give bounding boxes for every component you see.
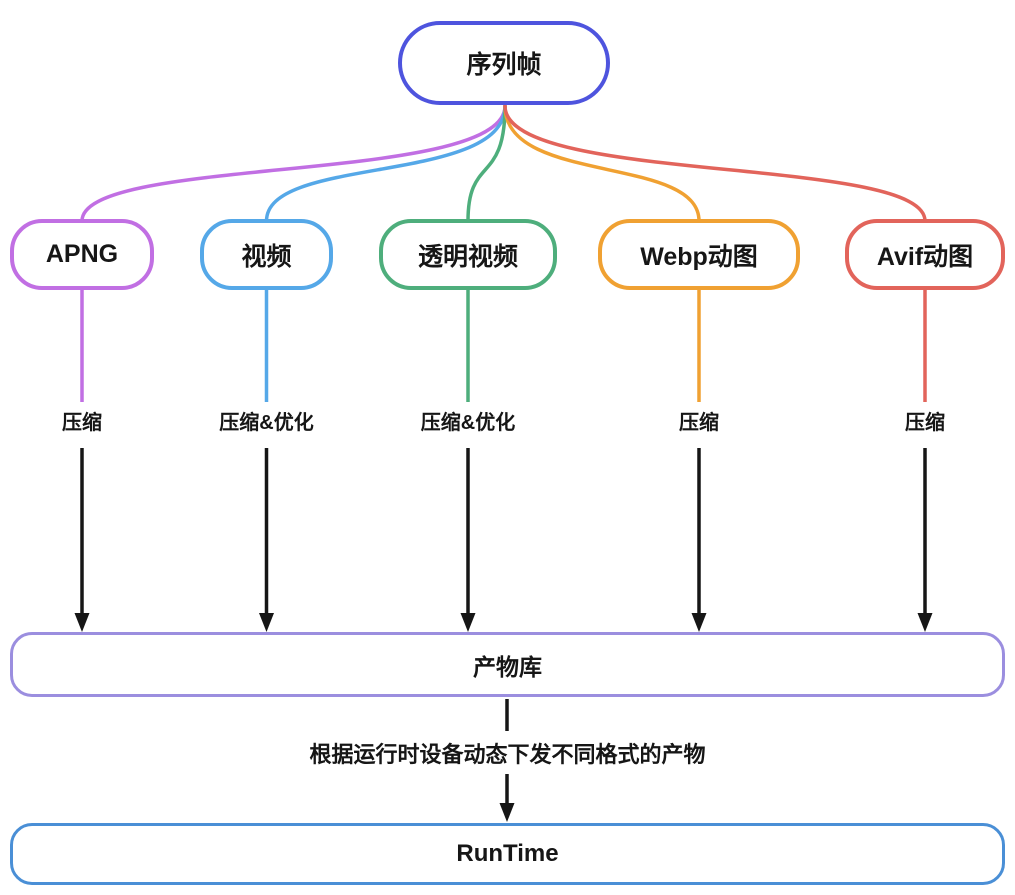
node-runtime-label: RunTime bbox=[456, 840, 559, 867]
node-webp-animation-label: Webp动图 bbox=[640, 242, 758, 271]
node-webp-animation: Webp动图 bbox=[598, 219, 800, 290]
edge-label-apng-process: 压缩 bbox=[0, 408, 172, 438]
node-sequence-frames: 序列帧 bbox=[398, 21, 610, 105]
edge-label-video-process: 压缩&优化 bbox=[176, 408, 357, 438]
node-runtime: RunTime bbox=[10, 823, 1005, 885]
node-transparent-video: 透明视频 bbox=[379, 219, 557, 290]
edge-label-webp-process: 压缩 bbox=[609, 408, 789, 438]
node-video-label: 视频 bbox=[241, 242, 292, 271]
node-artifact-library: 产物库 bbox=[10, 632, 1005, 697]
node-avif-animation: Avif动图 bbox=[845, 219, 1005, 290]
node-sequence-frames-label: 序列帧 bbox=[466, 51, 542, 79]
node-apng-label: APNG bbox=[45, 240, 119, 268]
node-apng: APNG bbox=[10, 219, 154, 290]
node-artifact-library-label: 产物库 bbox=[473, 653, 542, 680]
node-avif-animation-label: Avif动图 bbox=[876, 242, 974, 271]
edge-label-transparent-video-process: 压缩&优化 bbox=[378, 408, 558, 438]
node-transparent-video-label: 透明视频 bbox=[417, 242, 518, 271]
edge-label-avif-process: 压缩 bbox=[835, 408, 1015, 438]
node-video: 视频 bbox=[200, 219, 333, 290]
edge-label-runtime-distribution: 根据运行时设备动态下发不同格式的产物 bbox=[309, 742, 706, 767]
